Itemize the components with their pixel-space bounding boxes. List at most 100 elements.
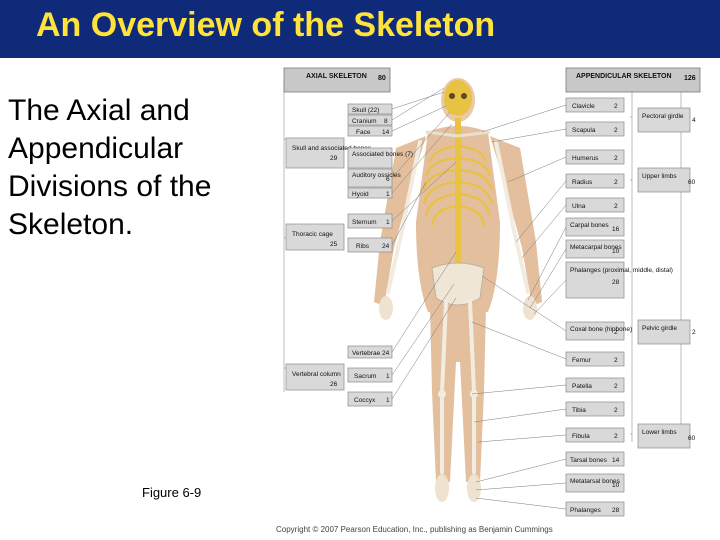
axial-item-coccyx: Coccyx 1 <box>347 391 393 407</box>
app-item-phalanges-hand: Phalanges (proximal, middle, distal) 28 <box>565 261 673 299</box>
svg-text:Vertebrae: Vertebrae <box>352 350 381 357</box>
svg-text:Humerus: Humerus <box>572 155 599 162</box>
svg-text:Fibula: Fibula <box>572 433 590 440</box>
svg-text:2: 2 <box>614 155 618 162</box>
svg-text:25: 25 <box>330 241 338 248</box>
axial-item-associated: Associated bones (7) <box>347 147 413 169</box>
svg-text:Thoracic cage: Thoracic cage <box>292 231 333 238</box>
svg-text:2: 2 <box>614 383 618 390</box>
svg-text:2: 2 <box>614 179 618 186</box>
svg-text:AXIAL SKELETON: AXIAL SKELETON <box>306 73 367 80</box>
svg-text:Hyoid: Hyoid <box>352 191 369 198</box>
appendicular-header: APPENDICULAR SKELETON 126 <box>565 67 701 93</box>
svg-text:29: 29 <box>330 155 338 162</box>
axial-group-vertebral: Vertebral column 26 <box>285 363 345 391</box>
skull-icon <box>444 80 472 116</box>
svg-text:Ribs: Ribs <box>356 243 370 250</box>
svg-text:6: 6 <box>386 176 390 183</box>
svg-text:Ulna: Ulna <box>572 203 586 210</box>
app-group-lower-limbs: Lower limbs 60 <box>637 423 696 449</box>
svg-text:14: 14 <box>382 129 390 136</box>
slide-title: An Overview of the Skeleton <box>36 6 496 44</box>
svg-text:Carpal bones: Carpal bones <box>570 222 609 229</box>
svg-text:1: 1 <box>386 373 390 380</box>
svg-text:1: 1 <box>386 219 390 226</box>
axial-group-skull: Skull and associated bones 29 <box>285 137 372 169</box>
slide-body-text: The Axial and Appendicular Divisions of … <box>8 94 212 241</box>
svg-text:Skull and associated bones: Skull and associated bones <box>292 145 372 152</box>
svg-text:2: 2 <box>614 203 618 210</box>
axial-header: AXIAL SKELETON 80 <box>283 67 391 93</box>
svg-text:2: 2 <box>614 407 618 414</box>
svg-text:Pectoral girdle: Pectoral girdle <box>642 113 684 120</box>
svg-text:14: 14 <box>612 457 620 464</box>
app-item-radius: Radius 2 <box>565 173 625 189</box>
svg-text:Lower limbs: Lower limbs <box>642 429 677 436</box>
svg-text:2: 2 <box>614 329 618 336</box>
svg-text:8: 8 <box>384 118 388 125</box>
svg-text:Clavicle: Clavicle <box>572 103 595 110</box>
app-item-tibia: Tibia 2 <box>565 401 625 417</box>
svg-text:Metatarsal bones: Metatarsal bones <box>570 478 621 485</box>
svg-text:Femur: Femur <box>572 357 592 364</box>
svg-text:24: 24 <box>382 350 390 357</box>
svg-text:2: 2 <box>614 357 618 364</box>
svg-text:Phalanges (proximal, middle, d: Phalanges (proximal, middle, distal) <box>570 267 673 274</box>
svg-text:2: 2 <box>692 329 696 336</box>
app-group-upper-limbs: Upper limbs 60 <box>637 167 696 193</box>
svg-text:126: 126 <box>684 75 696 82</box>
copyright-line: Copyright © 2007 Pearson Education, Inc.… <box>276 525 553 534</box>
svg-text:Sternum: Sternum <box>352 219 377 226</box>
app-item-scapula: Scapula 2 <box>565 121 625 137</box>
app-item-femur: Femur 2 <box>565 351 625 367</box>
svg-text:Auditory ossicles: Auditory ossicles <box>352 172 402 179</box>
axial-item-skull: Skull (22) <box>347 103 393 115</box>
svg-text:Skull (22): Skull (22) <box>352 107 379 114</box>
svg-text:Radius: Radius <box>572 179 593 186</box>
svg-text:2: 2 <box>614 127 618 134</box>
svg-text:Tibia: Tibia <box>572 407 586 414</box>
svg-text:Vertebral column: Vertebral column <box>292 371 341 378</box>
axial-item-sternum: Sternum 1 <box>347 213 393 229</box>
svg-text:Coxal bone (hipbone): Coxal bone (hipbone) <box>570 326 632 333</box>
svg-text:60: 60 <box>688 435 696 442</box>
app-item-coxal: Coxal bone (hipbone)2 <box>565 321 632 341</box>
svg-text:Upper limbs: Upper limbs <box>642 173 677 180</box>
app-item-fibula: Fibula 2 <box>565 427 625 443</box>
skeleton-figure: AXIAL SKELETON 80 APPENDICULAR SKELETON … <box>283 67 701 517</box>
svg-text:1: 1 <box>386 191 390 198</box>
svg-text:Coccyx: Coccyx <box>354 397 376 404</box>
pelvis-icon <box>431 262 485 306</box>
svg-text:2: 2 <box>614 433 618 440</box>
svg-text:24: 24 <box>382 243 390 250</box>
svg-text:Phalanges: Phalanges <box>570 507 601 514</box>
svg-text:60: 60 <box>688 179 696 186</box>
title-bar <box>0 0 720 58</box>
svg-text:APPENDICULAR SKELETON: APPENDICULAR SKELETON <box>576 73 672 80</box>
svg-text:28: 28 <box>612 279 620 286</box>
app-item-tarsal: Tarsal bones 14 <box>565 451 625 467</box>
skeleton-illustration <box>374 78 542 502</box>
svg-text:Tarsal bones: Tarsal bones <box>570 457 608 464</box>
svg-text:Scapula: Scapula <box>572 127 596 134</box>
spine-icon <box>455 118 461 298</box>
svg-text:1: 1 <box>386 397 390 404</box>
svg-text:80: 80 <box>378 75 386 82</box>
axial-item-hyoid: Hyoid 1 <box>347 187 393 199</box>
svg-text:16: 16 <box>612 226 620 233</box>
app-item-humerus: Humerus 2 <box>565 149 625 165</box>
svg-text:Patella: Patella <box>572 383 592 390</box>
app-item-patella: Patella 2 <box>565 377 625 393</box>
figure-caption: Figure 6-9 <box>142 485 202 500</box>
svg-text:10: 10 <box>612 248 620 255</box>
